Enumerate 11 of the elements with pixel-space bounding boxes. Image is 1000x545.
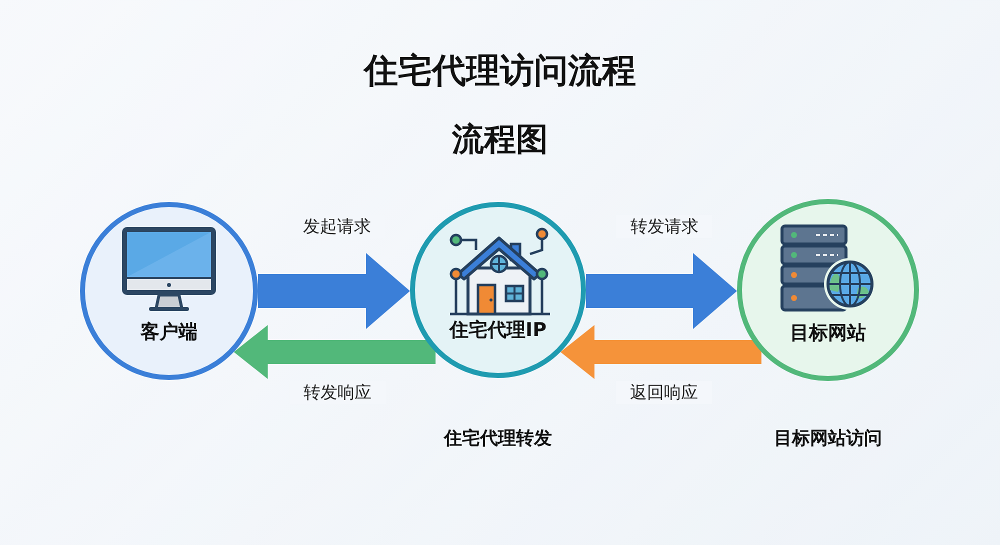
node-label: 客户端 (139, 320, 198, 345)
title: 住宅代理访问流程 (362, 50, 637, 93)
arrow (258, 253, 410, 329)
arrow (586, 253, 737, 329)
arrow (234, 325, 436, 379)
caption-text: 目标网站访问 (773, 427, 883, 450)
arrow (560, 325, 762, 379)
subtitle: 流程图 (451, 119, 549, 160)
node-label: 目标网站 (789, 321, 867, 346)
caption-text: 住宅代理转发 (442, 427, 553, 450)
node-label: 住宅代理IP (448, 318, 548, 343)
